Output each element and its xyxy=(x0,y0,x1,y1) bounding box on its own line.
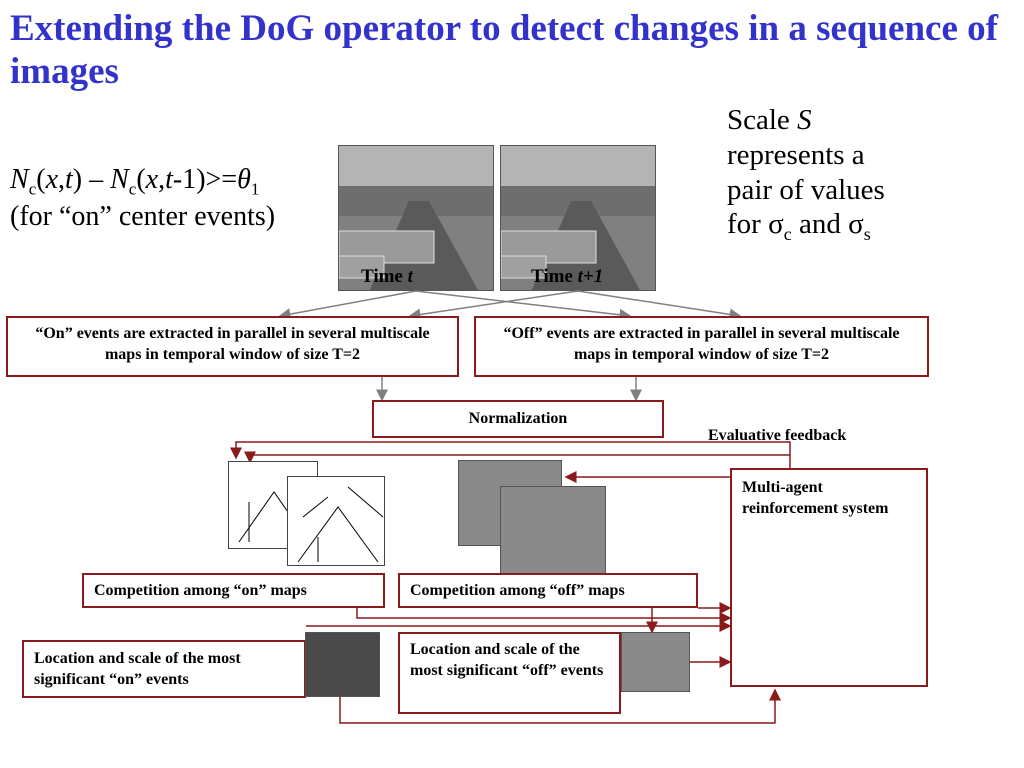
sigma-s: σ xyxy=(848,208,864,241)
competition-on-box: Competition among “on” maps xyxy=(82,573,385,608)
page-title: Extending the DoG operator to detect cha… xyxy=(10,8,998,92)
multi-agent-box: Multi-agent reinforcement system xyxy=(730,468,928,687)
scale-prefix: Scale xyxy=(727,104,798,136)
formula-n2: N xyxy=(110,164,129,195)
competition-off-box: Competition among “off” maps xyxy=(398,573,698,608)
location-off-box: Location and scale of the most significa… xyxy=(398,632,621,714)
on-map-image-2 xyxy=(287,476,385,566)
evaluative-feedback-label: Evaluative feedback xyxy=(708,427,847,444)
formula-n1: N xyxy=(10,164,29,195)
scale-var: S xyxy=(797,104,812,136)
off-events-box: “Off” events are extracted in parallel i… xyxy=(474,316,929,377)
scale-and: and xyxy=(791,208,849,241)
sigma-c: σ xyxy=(768,208,784,241)
location-on-box: Location and scale of the most significa… xyxy=(22,640,306,698)
on-events-box: “On” events are extracted in parallel in… xyxy=(6,316,459,377)
scale-line3: pair of values xyxy=(727,173,885,206)
street-scene-illustration xyxy=(339,146,493,290)
scale-line2: represents a xyxy=(727,138,865,171)
formula-note: (for “on” center events) xyxy=(10,200,276,232)
formula: Nc(x,t) – Nc(x,t-1)>=θ1 (for “on” center… xyxy=(10,164,276,232)
sigma-s-sub: s xyxy=(863,224,871,245)
location-off-image xyxy=(621,632,690,692)
street-scene-illustration xyxy=(501,146,655,290)
scale-for: for xyxy=(727,208,769,241)
time-t1-caption: Time t+1 xyxy=(531,266,604,287)
scale-note: Scale S represents a pair of values for … xyxy=(727,103,947,246)
street-image-time-t1: Time t+1 xyxy=(500,145,656,291)
edge-map-illustration xyxy=(297,486,384,563)
location-on-image xyxy=(305,632,380,697)
street-image-time-t: Time t xyxy=(338,145,494,291)
normalization-box: Normalization xyxy=(372,400,664,438)
time-t-caption: Time t xyxy=(361,266,413,287)
sigma-c-sub: c xyxy=(783,224,792,245)
off-map-image-2 xyxy=(500,486,606,574)
